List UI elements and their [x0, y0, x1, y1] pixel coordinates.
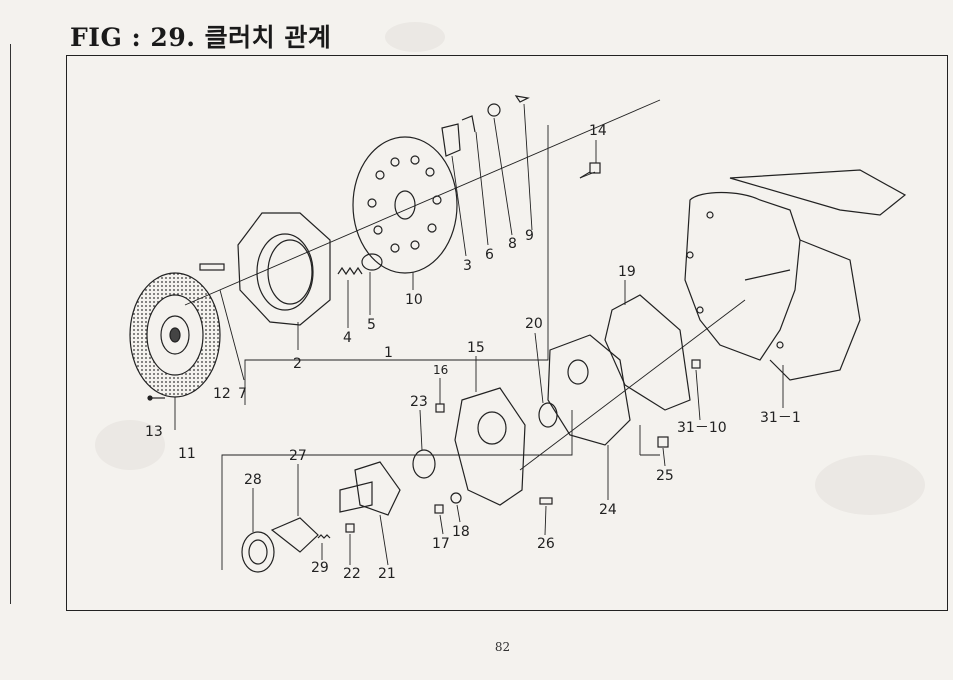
callout-23: 23 — [410, 394, 428, 410]
callout-27: 27 — [289, 448, 307, 464]
callout-9: 9 — [525, 228, 534, 244]
callout-26: 26 — [537, 536, 555, 552]
fasteners — [317, 359, 701, 539]
spring — [337, 253, 383, 276]
o-ring — [412, 449, 436, 479]
callout-18: 18 — [452, 524, 470, 540]
transmission-housing — [684, 169, 907, 381]
cover-plate — [454, 387, 526, 506]
callout-15: 15 — [467, 340, 485, 356]
paper-smudge — [815, 455, 925, 515]
callout-16: 16 — [433, 363, 448, 377]
callout-11: 11 — [178, 446, 196, 462]
clutch-exploded-diagram: 1 2 3 4 5 6 7 8 9 10 11 12 13 14 15 16 1… — [129, 95, 907, 582]
callout-22: 22 — [343, 566, 361, 582]
callout-20: 20 — [525, 316, 543, 332]
callout-8: 8 — [508, 236, 517, 252]
callout-25: 25 — [656, 468, 674, 484]
page-number: 82 — [494, 640, 511, 654]
callout-labels: 1 2 3 4 5 6 7 8 9 10 11 12 13 14 15 16 1… — [145, 123, 801, 582]
snap-ring — [538, 402, 558, 428]
callout-31-10: 31－10 — [677, 420, 727, 436]
callout-2: 2 — [293, 356, 302, 372]
release-bearing — [241, 517, 319, 573]
callout-28: 28 — [244, 472, 262, 488]
flywheel-plate — [352, 136, 458, 274]
callout-13: 13 — [145, 424, 163, 440]
callout-1: 1 — [384, 345, 393, 361]
gasket — [604, 294, 691, 411]
callout-31-1: 31－1 — [760, 410, 801, 426]
callout-14: 14 — [589, 123, 607, 139]
clutch-disc — [129, 272, 221, 401]
callout-29: 29 — [311, 560, 329, 576]
callout-6: 6 — [485, 247, 494, 263]
callout-24: 24 — [599, 502, 617, 518]
pin — [199, 263, 225, 271]
diagram-frame — [66, 55, 948, 611]
callout-19: 19 — [618, 264, 636, 280]
left-margin-line — [0, 44, 11, 604]
pressure-plate — [237, 212, 331, 326]
callout-17: 17 — [432, 536, 450, 552]
callout-4: 4 — [343, 330, 352, 346]
paper-smudge — [385, 22, 445, 52]
callout-7: 7 — [238, 386, 247, 402]
callout-3: 3 — [463, 258, 472, 274]
bracket-parts — [441, 95, 530, 157]
callout-12: 12 — [213, 386, 231, 402]
callout-21: 21 — [378, 566, 396, 582]
clutch-housing — [547, 334, 631, 446]
callout-10: 10 — [405, 292, 423, 308]
bearing-housing — [339, 461, 401, 516]
page-title: FIG : 29. 클러치 관계 — [70, 23, 332, 52]
callout-5: 5 — [367, 317, 376, 333]
bolt — [579, 162, 601, 179]
paper-smudge — [95, 420, 165, 470]
leader-lines — [174, 99, 784, 570]
